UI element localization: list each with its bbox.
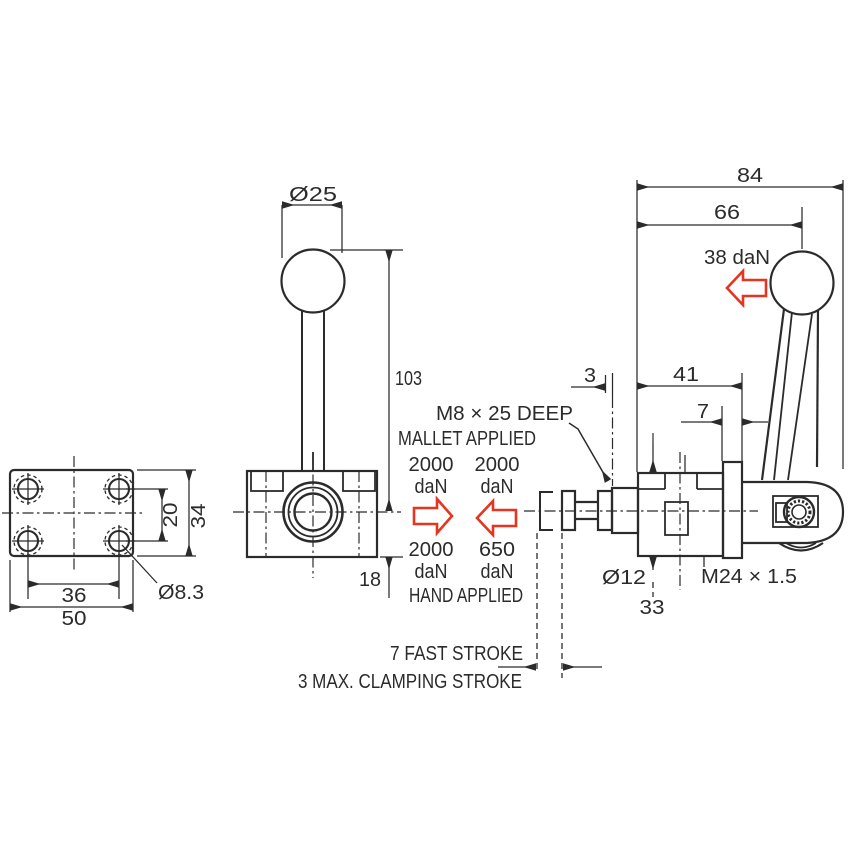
knob-front: [280, 248, 346, 314]
plunger-diameter-label: Ø12: [602, 567, 646, 589]
plate-top-view: 20 34 36 50 Ø8.3: [2, 456, 210, 630]
force-annotations: M8 × 25 DEEP MALLET APPLIED 2000 2000 da…: [398, 403, 612, 607]
hand-push-unit: daN: [415, 561, 448, 583]
mounting-thread-label: M24 × 1.5: [701, 566, 797, 588]
lever-force-label: 38 daN: [704, 247, 770, 269]
dim-hole-pitch-horizontal-label: 36: [62, 585, 87, 607]
dim-overall-width-label: 84: [737, 165, 763, 187]
dim-body-length-label: 41: [673, 364, 699, 386]
hand-pull-unit: daN: [481, 561, 514, 583]
mallet-push-value: 2000: [409, 454, 454, 476]
pivot-pin: [782, 495, 816, 529]
dim-base-depth-label: 18: [359, 569, 381, 591]
mounting-hole: [12, 473, 44, 505]
lever-force-arrow-icon: [725, 267, 768, 309]
force-arrow-right-icon: [412, 495, 454, 537]
dim-clamping-stroke-label: 3: [584, 365, 596, 387]
hole-dia-leader: [121, 544, 158, 584]
stroke-annotations: 7 FAST STROKE 3 MAX. CLAMPING STROKE: [298, 533, 602, 693]
dim-plate-width-label: 50: [62, 608, 87, 630]
cam-lobe: [778, 542, 824, 552]
body-front: [245, 469, 379, 559]
mallet-pull-unit: daN: [481, 476, 514, 498]
mallet-applied-label: MALLET APPLIED: [398, 428, 536, 450]
dim-body-height-label: 33: [640, 597, 665, 619]
tapping-note-label: M8 × 25 DEEP: [436, 403, 573, 425]
fast-stroke-label: 7 FAST STROKE: [390, 643, 523, 665]
dim-plate-height-label: 34: [188, 504, 210, 529]
hand-applied-label: HAND APPLIED: [409, 585, 523, 607]
pivot-housing: [742, 480, 845, 545]
hand-push-value: 2000: [409, 539, 454, 561]
tapping-note-leader: [568, 422, 612, 483]
front-view: Ø25 103 18: [233, 184, 422, 598]
dim-lever-length-label: 103: [395, 368, 422, 390]
force-arrow-left-icon: [475, 497, 518, 539]
hand-pull-value: 650: [479, 539, 515, 561]
knob-side: [769, 250, 835, 316]
dim-lever-offset-label: 66: [714, 202, 740, 224]
side-view: 84 66 38 daN 3 41 7 Ø12 33 M24 × 1.5: [524, 165, 845, 619]
dim-hole-pitch-vertical-label: 20: [160, 503, 182, 528]
mallet-push-unit: daN: [415, 476, 448, 498]
max-clamping-stroke-label: 3 MAX. CLAMPING STROKE: [298, 671, 522, 693]
hole-diameter-label: Ø8.3: [158, 582, 204, 604]
dim-pivot-offset-label: 7: [697, 401, 709, 423]
dim-knob-diameter-label: Ø25: [289, 184, 337, 206]
mallet-pull-value: 2000: [475, 454, 520, 476]
